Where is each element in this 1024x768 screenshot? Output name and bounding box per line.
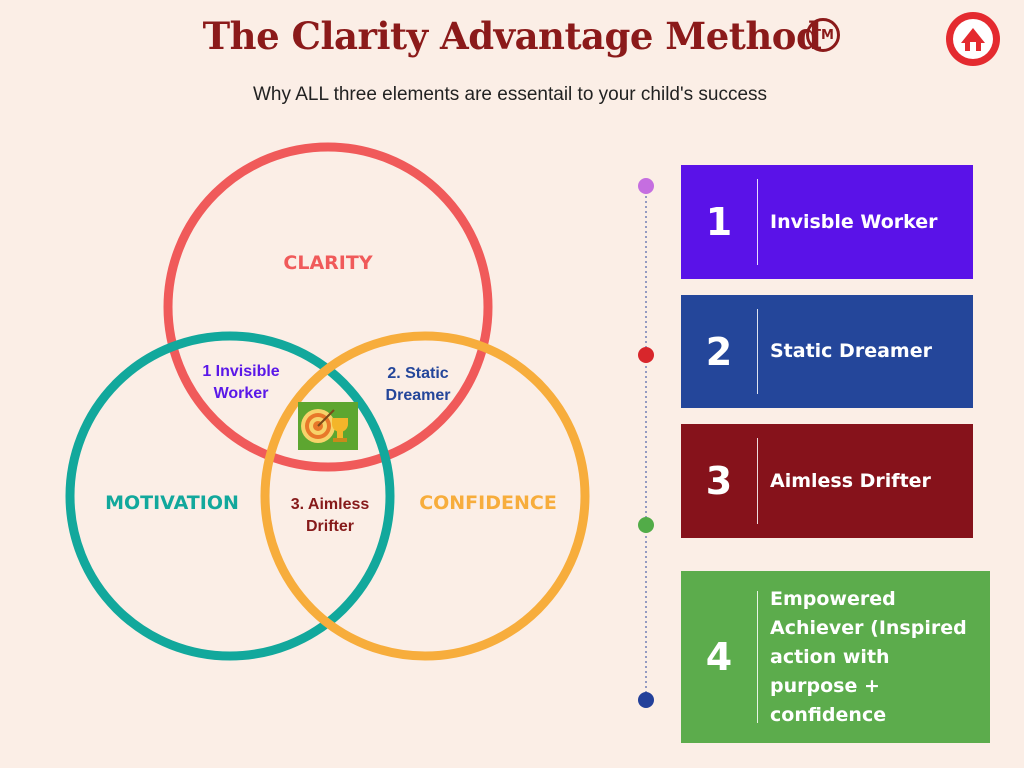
- region-aimless-drifter-line1: 3. Aimless: [291, 496, 370, 513]
- card-divider: [757, 309, 758, 394]
- region-invisible-worker-line1: 1 Invisible: [202, 363, 279, 380]
- stage-number: 1: [705, 200, 733, 244]
- motivation-label: MOTIVATION: [105, 492, 239, 514]
- stage-label: Invisble Worker: [770, 210, 938, 233]
- timeline-dot: [638, 692, 654, 708]
- stage-card-invisible-worker: 1 Invisble Worker: [681, 165, 973, 279]
- header: The Clarity Advantage Method: [0, 14, 1024, 58]
- stage-label: Static Dreamer: [770, 340, 932, 362]
- card-divider: [757, 591, 758, 723]
- timeline-dot: [638, 178, 654, 194]
- clarity-label: CLARITY: [283, 252, 372, 274]
- house-logo-icon: [946, 12, 1000, 66]
- motivation-circle: [65, 331, 395, 661]
- region-static-dreamer-line1: 2. Static: [387, 365, 448, 382]
- venn-diagram: CLARITY MOTIVATION CONFIDENCE 1 Invisibl…: [65, 142, 590, 661]
- stage-card-static-dreamer: 2 Static Dreamer: [681, 295, 973, 408]
- stage-card-empowered-achiever: 4 Empowered Achiever (Inspired action wi…: [681, 571, 990, 743]
- confidence-circle: [260, 331, 590, 661]
- stage-label: Aimless Drifter: [770, 469, 931, 492]
- timeline-dot: [638, 347, 654, 363]
- target-trophy-icon: [298, 402, 358, 450]
- confidence-label: CONFIDENCE: [419, 492, 557, 514]
- clarity-circle: [163, 142, 493, 472]
- region-invisible-worker-line2: Worker: [214, 385, 269, 402]
- stage-label: Empowered Achiever (Inspired action with…: [770, 587, 967, 726]
- stage-number: 2: [705, 329, 733, 374]
- card-divider: [757, 179, 758, 265]
- timeline: [638, 178, 654, 708]
- timeline-dot: [638, 517, 654, 533]
- region-static-dreamer-line2: Dreamer: [386, 387, 451, 404]
- page-title: The Clarity Advantage Method: [202, 14, 822, 58]
- page-subtitle: Why ALL three elements are essentail to …: [252, 84, 768, 105]
- stage-card-aimless-drifter: 3 Aimless Drifter: [681, 424, 973, 538]
- card-divider: [757, 438, 758, 524]
- stage-number: 4: [705, 635, 733, 679]
- trademark-icon: TM: [806, 18, 840, 52]
- region-aimless-drifter-line2: Drifter: [306, 518, 354, 535]
- stage-number: 3: [705, 459, 733, 503]
